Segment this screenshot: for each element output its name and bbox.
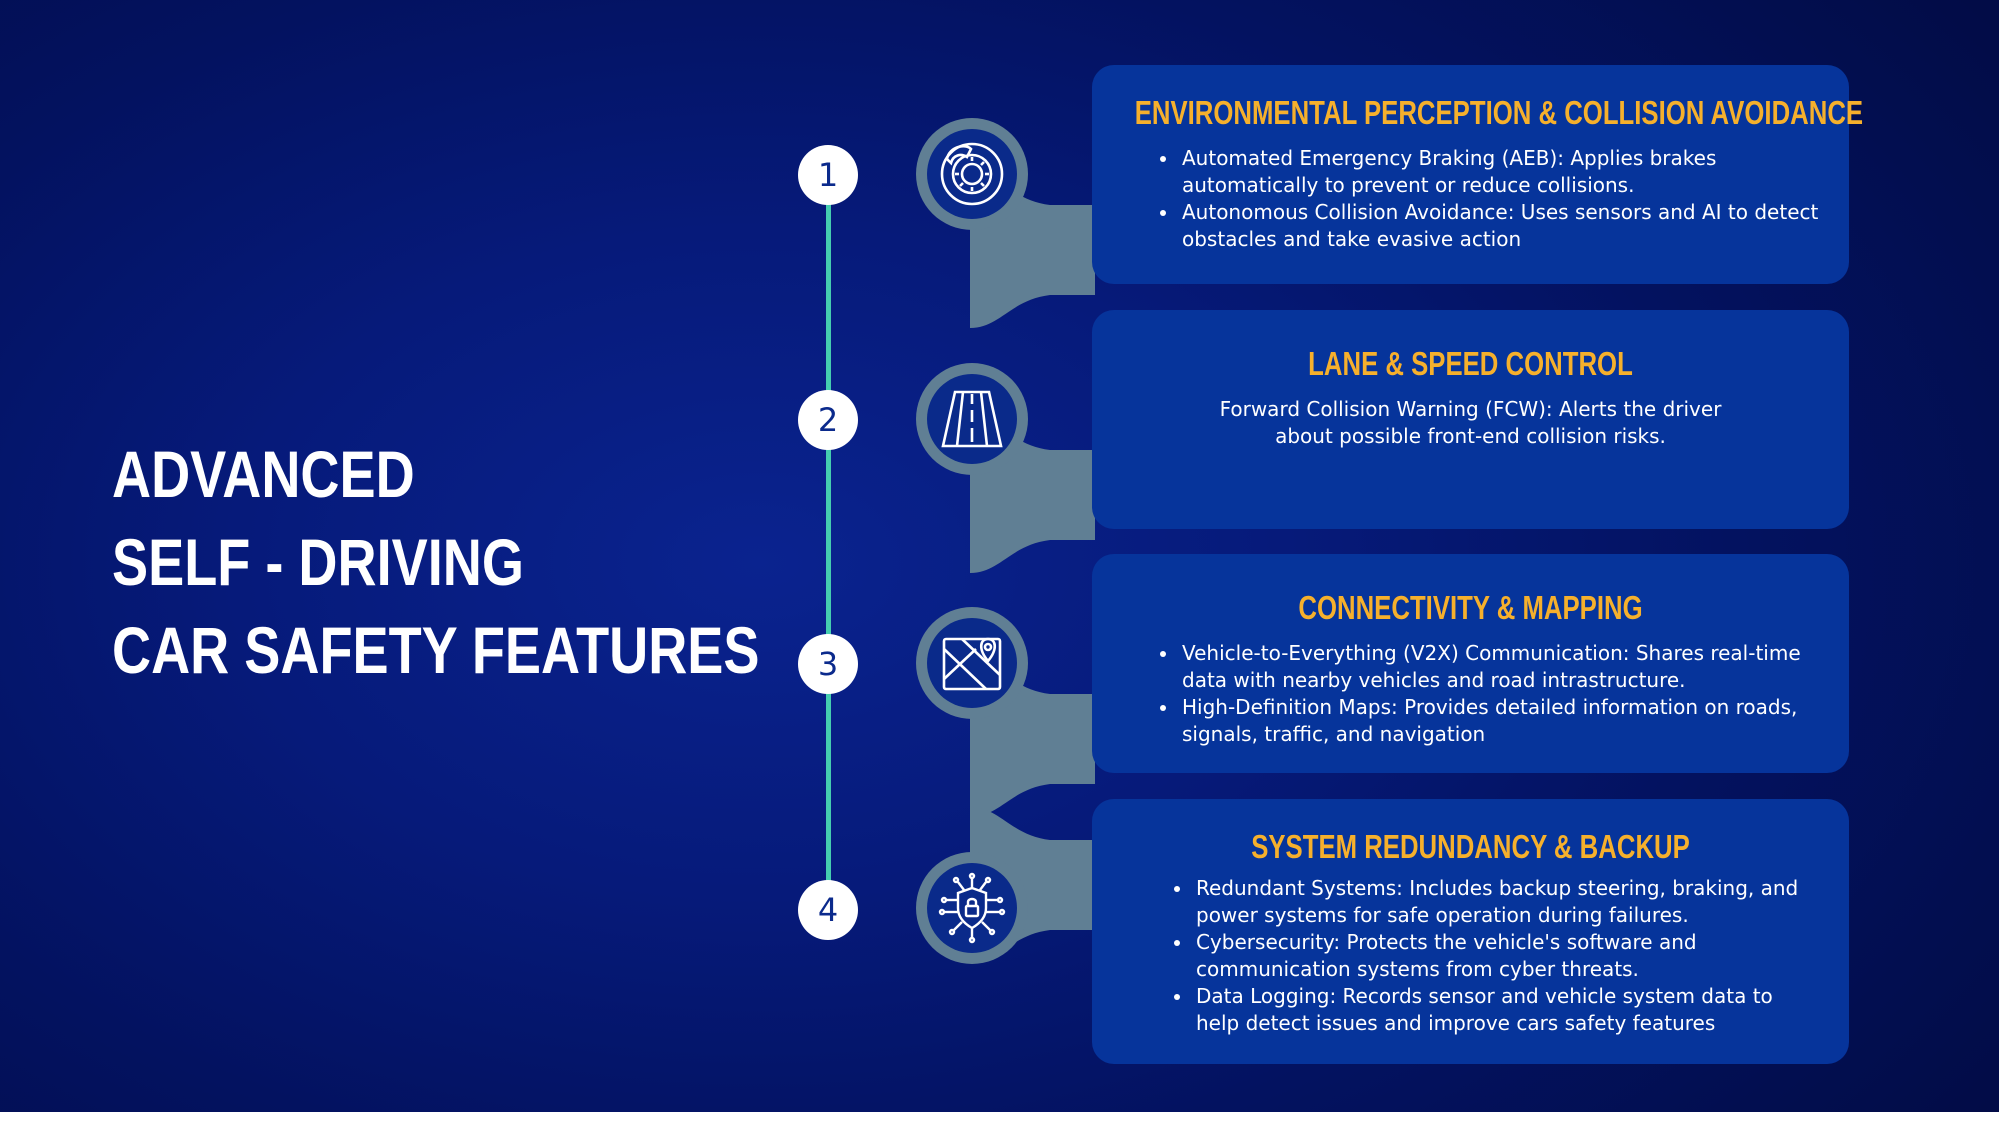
card-3-bullet-1: Vehicle-to-Everything (V2X) Communicatio… <box>1160 640 1821 694</box>
title-line-1: ADVANCED <box>112 437 415 511</box>
card-1-bullet-2: Autonomous Collision Avoidance: Uses sen… <box>1160 199 1821 253</box>
step-number-3: 3 <box>798 634 858 694</box>
card-3-bullets: Vehicle-to-Everything (V2X) Communicatio… <box>1120 640 1821 748</box>
card-connectivity-mapping: CONNECTIVITY & MAPPING Vehicle-to-Everyt… <box>1092 554 1849 773</box>
step-number-4: 4 <box>798 880 858 940</box>
card-4-bullet-3: Data Logging: Records sensor and vehicle… <box>1174 983 1821 1037</box>
step-2-icon-ring <box>916 363 1028 475</box>
card-system-redundancy: SYSTEM REDUNDANCY & BACKUP Redundant Sys… <box>1092 799 1849 1064</box>
card-environmental-perception: ENVIRONMENTAL PERCEPTION & COLLISION AVO… <box>1092 65 1864 284</box>
timeline-line <box>826 175 831 910</box>
card-2-text: Forward Collision Warning (FCW): Alerts … <box>1219 397 1722 448</box>
title-line-3: CAR SAFETY FEATURES <box>112 613 760 687</box>
bottom-strip <box>0 1112 1999 1125</box>
card-3-bullet-2: High-Definition Maps: Provides detailed … <box>1160 694 1821 748</box>
step-number-1: 1 <box>798 145 858 205</box>
map-icon <box>942 637 1002 691</box>
card-1-bullet-1: Automated Emergency Braking (AEB): Appli… <box>1160 145 1821 199</box>
cyber-shield-icon <box>938 872 1006 944</box>
card-1-bullets: Automated Emergency Braking (AEB): Appli… <box>1120 145 1821 253</box>
brake-disc-icon <box>940 142 1004 206</box>
step-3-icon-ring <box>916 607 1028 719</box>
card-4-bullet-2: Cybersecurity: Protects the vehicle's so… <box>1174 929 1821 983</box>
card-4-heading: SYSTEM REDUNDANCY & BACKUP <box>1251 828 1690 865</box>
card-3-heading: CONNECTIVITY & MAPPING <box>1298 589 1643 626</box>
title-line-2: SELF - DRIVING <box>112 525 524 599</box>
card-4-bullet-1: Redundant Systems: Includes backup steer… <box>1174 875 1821 929</box>
card-2-heading: LANE & SPEED CONTROL <box>1308 345 1633 382</box>
card-1-heading: ENVIRONMENTAL PERCEPTION & COLLISION AVO… <box>1134 94 1864 131</box>
step-1-icon-ring <box>916 118 1028 230</box>
card-lane-speed-control: LANE & SPEED CONTROL Forward Collision W… <box>1092 310 1849 529</box>
step-number-2: 2 <box>798 390 858 450</box>
step-4-icon-ring <box>916 852 1028 964</box>
card-4-bullets: Redundant Systems: Includes backup steer… <box>1120 875 1821 1037</box>
main-title: ADVANCED SELF - DRIVING CAR SAFETY FEATU… <box>112 430 760 694</box>
road-lanes-icon <box>941 390 1003 448</box>
